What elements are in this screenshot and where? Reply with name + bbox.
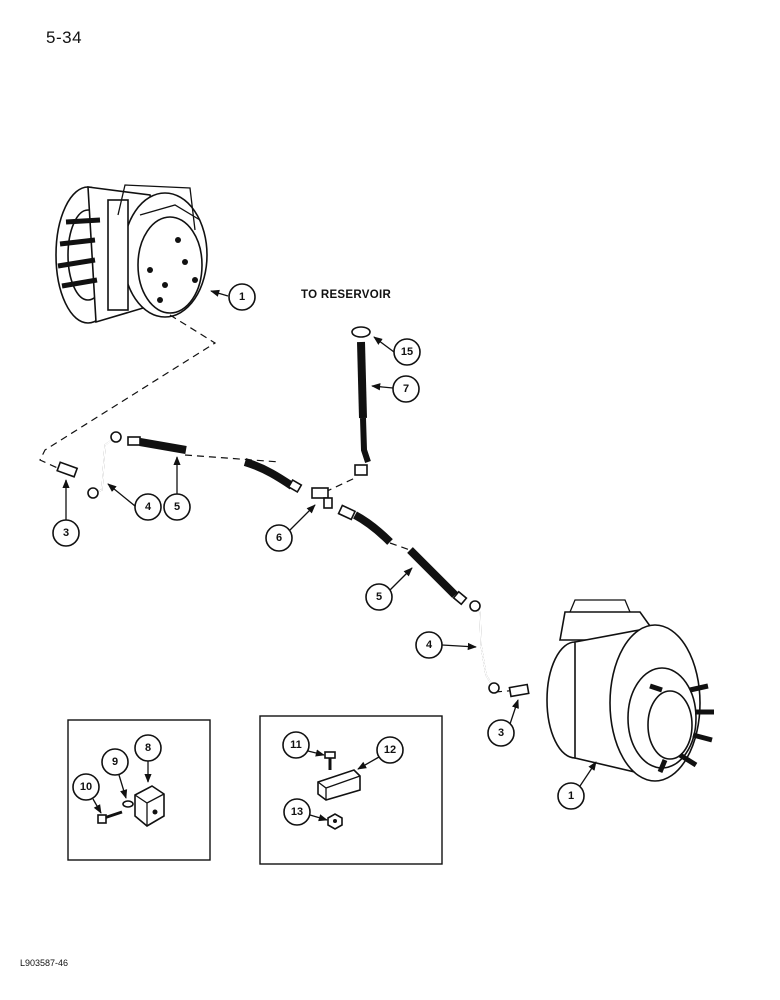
svg-text:1: 1	[568, 790, 574, 802]
svg-text:4: 4	[145, 501, 152, 513]
svg-text:9: 9	[112, 756, 118, 768]
svg-text:6: 6	[276, 532, 282, 544]
svg-text:7: 7	[403, 383, 409, 395]
fitting-right	[508, 683, 530, 698]
callout-15: 15	[373, 336, 421, 366]
dashed-reference-line	[184, 454, 281, 463]
hose-left	[127, 436, 303, 494]
callout-10: 10	[72, 773, 102, 814]
callout-1-bottom: 1	[557, 761, 597, 810]
callout-1-top: 1	[210, 283, 256, 311]
svg-text:3: 3	[498, 727, 504, 739]
page-number: 5-34	[46, 28, 83, 47]
callout-3-left: 3	[52, 479, 80, 547]
washer	[122, 800, 134, 808]
to-reservoir-label: TO RESERVOIR	[301, 289, 392, 301]
callout-11: 11	[282, 731, 325, 759]
wheel-motor-top	[55, 184, 208, 324]
bolt-10	[97, 810, 123, 824]
callout-5-left: 5	[163, 456, 191, 521]
svg-text:3: 3	[63, 527, 69, 539]
nut-13	[327, 813, 343, 830]
bracket	[317, 769, 361, 801]
svg-text:10: 10	[80, 781, 92, 793]
callout-7: 7	[371, 375, 420, 403]
block	[134, 785, 165, 827]
callout-4-right: 4	[415, 631, 477, 659]
svg-text:1: 1	[239, 291, 245, 303]
inset-box-bracket	[259, 715, 443, 865]
dashed-reference-line	[389, 542, 411, 551]
svg-text:13: 13	[291, 806, 303, 818]
svg-text:5: 5	[174, 501, 180, 513]
fitting-left	[56, 461, 79, 478]
svg-text:12: 12	[384, 744, 396, 756]
dashed-reference-line	[494, 689, 521, 693]
callout-6: 6	[265, 504, 316, 552]
dashed-reference-line	[39, 314, 217, 471]
inset-box-block	[67, 719, 211, 861]
callout-13: 13	[283, 798, 328, 826]
wheel-motor-bottom	[546, 599, 714, 782]
callout-12: 12	[357, 736, 404, 770]
callout-3-right: 3	[487, 699, 519, 747]
svg-text:15: 15	[401, 346, 413, 358]
svg-text:8: 8	[145, 742, 151, 754]
callout-9: 9	[101, 748, 129, 799]
tube-left	[87, 431, 122, 499]
callout-8: 8	[134, 734, 162, 783]
svg-text:11: 11	[290, 739, 302, 751]
hose-right	[337, 504, 468, 606]
callout-4-left: 4	[107, 483, 162, 521]
bolt-11	[324, 751, 336, 770]
drawing-code: L903587-46	[20, 958, 69, 968]
tube-right	[469, 600, 500, 694]
dashed-reference-line	[324, 477, 356, 493]
tee-fitting	[311, 487, 333, 509]
svg-text:5: 5	[376, 591, 382, 603]
callout-5-right: 5	[365, 567, 413, 611]
hose-reservoir	[351, 326, 371, 476]
svg-text:4: 4	[426, 639, 433, 651]
